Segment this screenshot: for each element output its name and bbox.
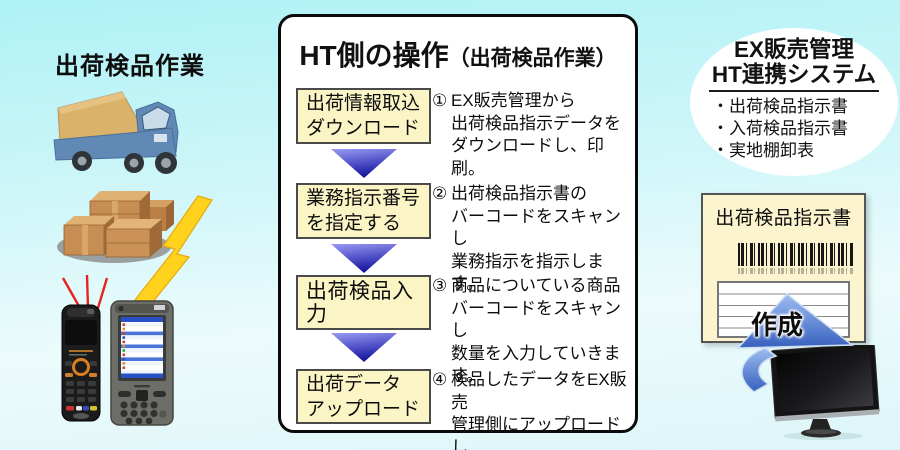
barcode	[738, 243, 854, 266]
monitor-illustration	[770, 345, 880, 440]
barcode-caption	[738, 268, 854, 274]
box-left	[63, 216, 114, 256]
create-arrow-icon	[736, 292, 855, 393]
system-title-line2: HT連携システム	[711, 62, 877, 87]
system-title-line1: EX販売管理	[733, 37, 854, 62]
system-bubble-items: ・出荷検品指示書 ・入荷検品指示書 ・実地棚卸表	[712, 96, 898, 162]
panel-title: HT側の操作（出荷検品作業）	[281, 34, 635, 74]
truck-illustration	[53, 91, 179, 174]
bubble-item-1: ・出荷検品指示書	[712, 97, 848, 116]
panel-title-sub: （出荷検品作業）	[448, 47, 617, 70]
step-box-download: 出荷情報取込 ダウンロード	[296, 88, 431, 144]
step-box-upload: 出荷データ アップロード	[296, 369, 431, 424]
create-label: 作成	[750, 310, 803, 340]
scanner-beam-lines	[61, 274, 109, 309]
handheld-terminal-pda-illustration	[110, 300, 174, 426]
panel-title-main: HT側の操作	[299, 40, 449, 71]
flow-arrow-down-icon	[331, 244, 397, 273]
flow-arrow-down-icon	[331, 149, 397, 178]
step-box-inspection-input: 出荷検品入力	[296, 275, 431, 330]
step-box-job-number: 業務指示番号 を指定する	[296, 183, 431, 239]
box-right	[105, 219, 162, 258]
cardboard-boxes-illustration	[57, 191, 174, 263]
bubble-item-3: ・実地棚卸表	[712, 141, 814, 160]
sheet-title: 出荷検品指示書	[715, 208, 852, 229]
bubble-item-2: ・入荷検品指示書	[712, 119, 848, 138]
handheld-terminal-gun-illustration	[61, 304, 101, 422]
left-scene-title: 出荷検品作業	[55, 53, 205, 80]
system-bubble-title: EX販売管理 HT連携システム	[708, 37, 880, 92]
system-bubble: EX販売管理 HT連携システム ・出荷検品指示書 ・入荷検品指示書 ・実地棚卸表	[690, 28, 898, 176]
flow-arrow-down-icon	[331, 333, 397, 362]
